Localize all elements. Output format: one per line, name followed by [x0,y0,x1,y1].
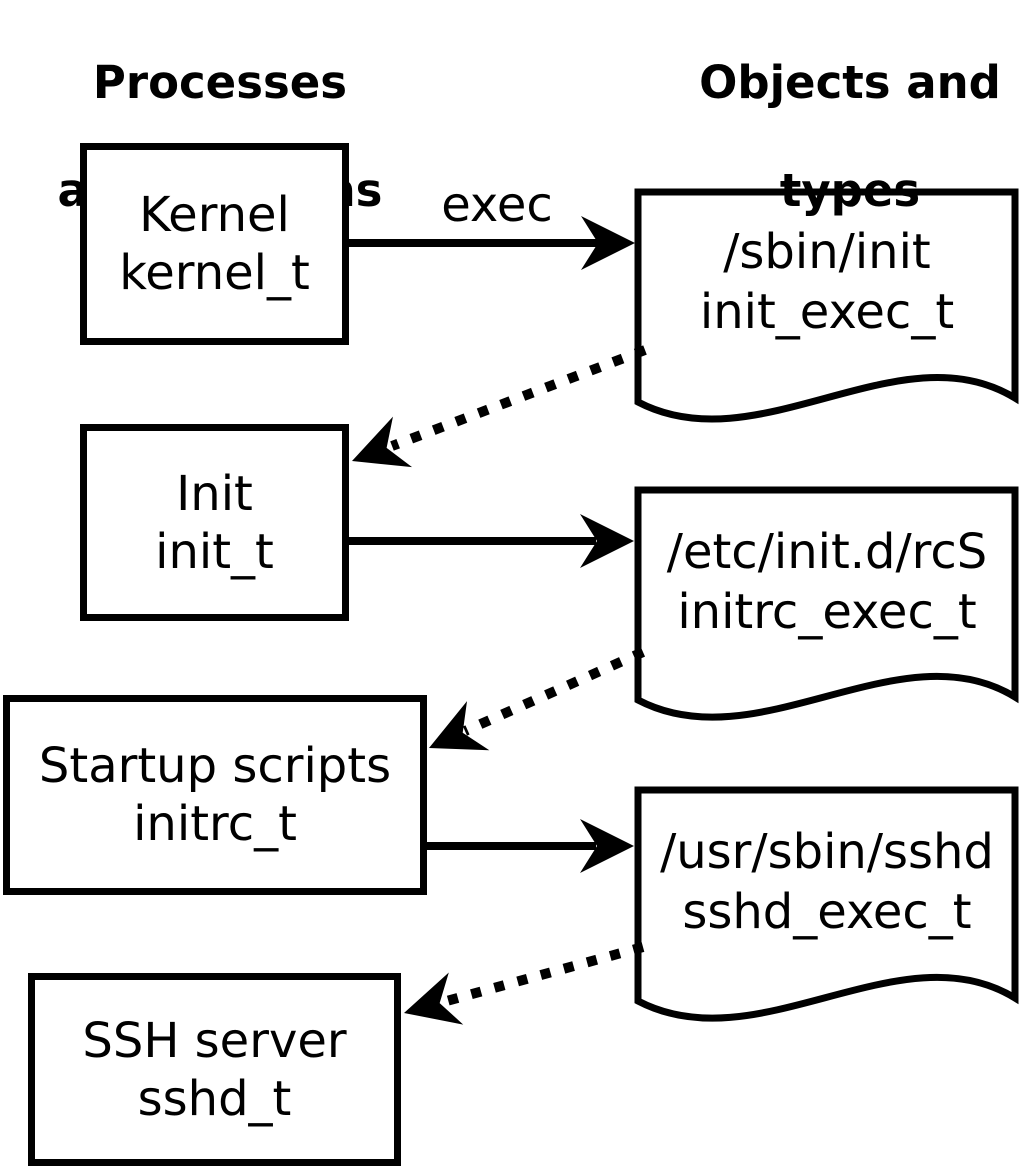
object-node-etc-initd-rcs: /etc/init.d/rcS initrc_exec_t [640,490,1014,674]
arrowhead-icon [580,514,634,568]
process-domain: sshd_t [137,1070,292,1127]
arrowhead-icon [580,819,634,873]
arrowhead-icon [581,216,635,270]
column-heading-objects: Objects and types [658,2,1024,272]
object-node-usr-sbin-sshd: /usr/sbin/sshd sshd_exec_t [640,790,1014,974]
object-type: sshd_exec_t [682,884,972,940]
transition-arrow-sbin-init-to-init-t [352,345,647,468]
object-path: /sbin/init [723,224,931,280]
arrowhead-icon [404,972,464,1025]
process-domain: kernel_t [119,245,310,301]
object-type: initrc_exec_t [677,584,977,640]
heading-line: types [779,164,921,217]
exec-arrow-label: exec [441,177,553,233]
process-label: Kernel [139,187,290,243]
object-node-sbin-init: /sbin/init init_exec_t [640,192,1014,372]
process-label: Init [176,465,253,522]
process-domain: initrc_t [133,796,297,852]
arrowhead-icon [429,701,490,751]
transition-arrow-rcs-to-initrc-t [429,647,646,751]
document-shape-sbin-init [634,188,1019,423]
heading-line: Processes [92,56,348,109]
exec-arrow-initrc-to-sshd [427,819,634,873]
object-path: /usr/sbin/sshd [660,824,994,880]
object-path: /etc/init.d/rcS [666,524,988,580]
process-label: Startup scripts [38,738,392,794]
process-node-ssh-server: SSH server sshd_t [28,973,401,1166]
arrowhead-icon [352,416,413,468]
process-node-init: Init init_t [80,424,349,621]
document-shape-usr-sbin-sshd [634,786,1019,1022]
document-shape-etc-initd-rcs [634,486,1019,721]
process-node-startup-scripts: Startup scripts initrc_t [3,695,427,895]
exec-arrow-init-to-rcs [349,514,634,568]
object-type: init_exec_t [699,284,955,340]
process-domain: init_t [155,523,274,580]
exec-arrow-kernel-to-sbin-init [349,216,635,270]
process-label: SSH server [82,1012,347,1069]
heading-line: Objects and [699,56,1001,109]
process-node-kernel: Kernel kernel_t [80,143,349,345]
transition-arrow-sshd-to-sshd-t [404,942,645,1025]
